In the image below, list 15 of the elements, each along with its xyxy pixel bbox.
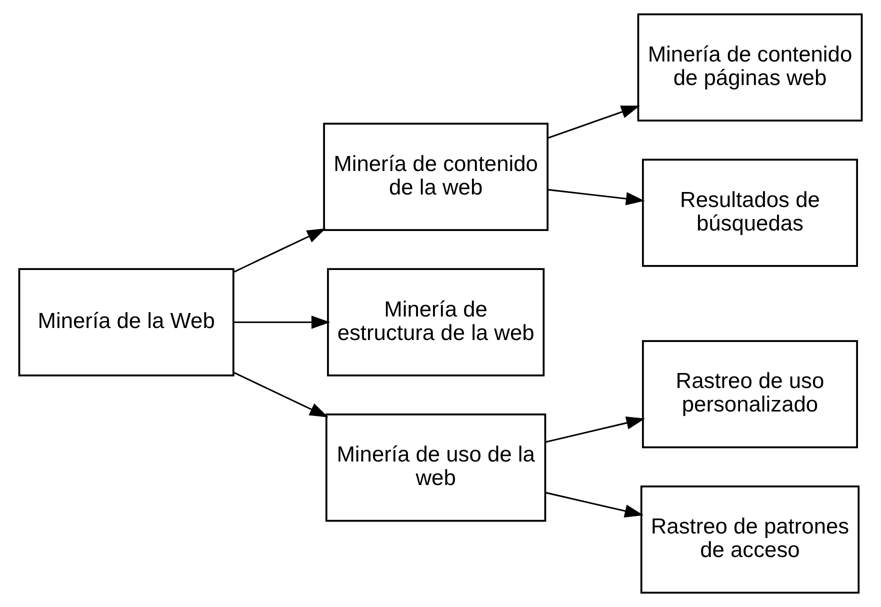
node-box: Minería de la Web bbox=[18, 268, 234, 376]
node-box: Minería de contenido de páginas web bbox=[637, 13, 863, 122]
node-box: Rastreo de uso personalizado bbox=[642, 340, 858, 448]
node-box: Resultados de búsquedas bbox=[642, 158, 858, 267]
node-box: Minería de estructura de la web bbox=[327, 268, 545, 376]
node-box: Minería de uso de la web bbox=[325, 414, 546, 522]
arrow bbox=[548, 106, 640, 139]
arrow bbox=[545, 492, 644, 518]
node-box: Minería de contenido de la web bbox=[323, 122, 548, 231]
arrow bbox=[548, 188, 645, 206]
arrow bbox=[234, 316, 330, 329]
arrow bbox=[233, 228, 326, 273]
arrow bbox=[545, 416, 646, 443]
node-box: Rastreo de patrones de acceso bbox=[640, 485, 860, 594]
arrow bbox=[233, 372, 328, 418]
